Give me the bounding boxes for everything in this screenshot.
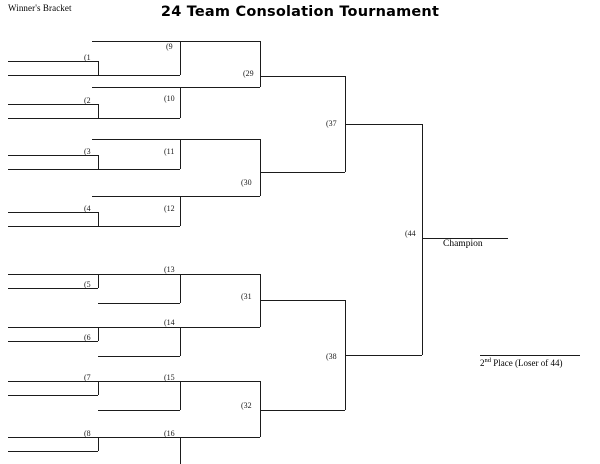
seed-line-upper-game-6	[8, 327, 98, 328]
second-place-ordinal-number: 2	[480, 358, 485, 368]
connector-game-15	[180, 381, 181, 410]
game-label-29: (29	[243, 69, 254, 78]
seed-line-lower-game-2	[8, 118, 98, 119]
winners-bracket-label: Winner's Bracket	[8, 3, 72, 13]
connector-game-32	[260, 381, 261, 437]
second-place-description: Place (Loser of 44)	[491, 358, 563, 368]
feed-line-game-11	[98, 169, 180, 170]
seed-line-lower-game-6	[8, 341, 98, 342]
feed-line-upper-game-37	[260, 76, 345, 77]
game-label-31: (31	[241, 292, 252, 301]
seed-line-lower-game-5	[8, 288, 98, 289]
second-place-ordinal-suffix: nd	[484, 357, 492, 364]
game-label-6: (6	[84, 333, 91, 342]
connector-game-8	[98, 437, 99, 451]
bye-line-game-11	[92, 139, 180, 140]
feed-line-lower-game-38	[260, 410, 345, 411]
feed-line-lower-game-44	[345, 355, 422, 356]
feed-line-lower-game-29	[180, 87, 260, 88]
connector-game-16	[180, 437, 181, 464]
seed-line-upper-game-5	[8, 274, 98, 275]
seed-line-upper-game-8	[8, 437, 98, 438]
seed-line-lower-game-7	[8, 395, 98, 396]
game-label-30: (30	[241, 178, 252, 187]
connector-game-2	[98, 104, 99, 118]
game-label-16: (16	[164, 429, 175, 438]
connector-game-13	[180, 274, 181, 303]
game-label-14: (14	[164, 318, 175, 327]
game-label-15: (15	[164, 373, 175, 382]
game-label-13: (13	[164, 265, 175, 274]
bye-line-game-14	[92, 327, 180, 328]
second-place-label: 2nd Place (Loser of 44)	[480, 357, 563, 368]
connector-game-1	[98, 61, 99, 75]
feed-line-game-10	[98, 118, 180, 119]
game-label-2: (2	[84, 96, 91, 105]
connector-game-14	[180, 327, 181, 356]
bye-line-game-16	[92, 437, 180, 438]
champion-line	[422, 238, 508, 239]
bye-line-game-15	[92, 381, 180, 382]
feed-line-upper-game-31	[180, 274, 260, 275]
connector-game-9	[180, 41, 181, 75]
game-label-10: (10	[164, 94, 175, 103]
game-label-4: (4	[84, 204, 91, 213]
game-label-44: (44	[405, 229, 416, 238]
bye-line-game-9	[92, 41, 180, 42]
feed-line-upper-game-44	[345, 124, 422, 125]
connector-game-12	[180, 196, 181, 226]
game-label-8: (8	[84, 429, 91, 438]
feed-line-upper-game-29	[180, 41, 260, 42]
connector-game-10	[180, 87, 181, 118]
connector-game-29	[260, 41, 261, 87]
second-place-line	[480, 355, 580, 356]
game-label-37: (37	[326, 119, 337, 128]
game-label-12: (12	[164, 204, 175, 213]
game-label-5: (5	[84, 280, 91, 289]
connector-game-30	[260, 139, 261, 196]
connector-game-11	[180, 139, 181, 169]
bye-line-game-10	[92, 87, 180, 88]
connector-game-44	[422, 124, 423, 355]
game-label-3: (3	[84, 147, 91, 156]
connector-game-3	[98, 155, 99, 169]
seed-line-lower-game-1	[8, 75, 98, 76]
feed-line-lower-game-31	[180, 327, 260, 328]
game-label-11: (11	[164, 147, 175, 156]
feed-line-game-14	[98, 356, 180, 357]
seed-line-upper-game-3	[8, 155, 98, 156]
seed-line-lower-game-8	[8, 451, 98, 452]
feed-line-game-9	[98, 75, 180, 76]
connector-game-7	[98, 381, 99, 395]
bye-line-game-13	[92, 274, 180, 275]
game-label-9: (9	[166, 42, 173, 51]
feed-line-lower-game-30	[180, 196, 260, 197]
game-label-7: (7	[84, 373, 91, 382]
connector-game-5	[98, 274, 99, 288]
seed-line-lower-game-3	[8, 169, 98, 170]
feed-line-upper-game-30	[180, 139, 260, 140]
connector-game-4	[98, 212, 99, 226]
feed-line-upper-game-38	[260, 300, 345, 301]
champion-label: Champion	[443, 239, 483, 249]
game-label-32: (32	[241, 401, 252, 410]
feed-line-game-12	[98, 226, 180, 227]
feed-line-game-13	[98, 303, 180, 304]
bye-line-game-12	[92, 196, 180, 197]
seed-line-upper-game-4	[8, 212, 98, 213]
feed-line-upper-game-32	[180, 381, 260, 382]
seed-line-upper-game-7	[8, 381, 98, 382]
feed-line-lower-game-32	[180, 437, 260, 438]
seed-line-lower-game-4	[8, 226, 98, 227]
page-title: 24 Team Consolation Tournament	[160, 4, 440, 20]
seed-line-upper-game-1	[8, 61, 98, 62]
game-label-1: (1	[84, 53, 91, 62]
seed-line-upper-game-2	[8, 104, 98, 105]
connector-game-6	[98, 327, 99, 341]
game-label-38: (38	[326, 352, 337, 361]
feed-line-lower-game-37	[260, 172, 345, 173]
feed-line-game-15	[98, 410, 180, 411]
